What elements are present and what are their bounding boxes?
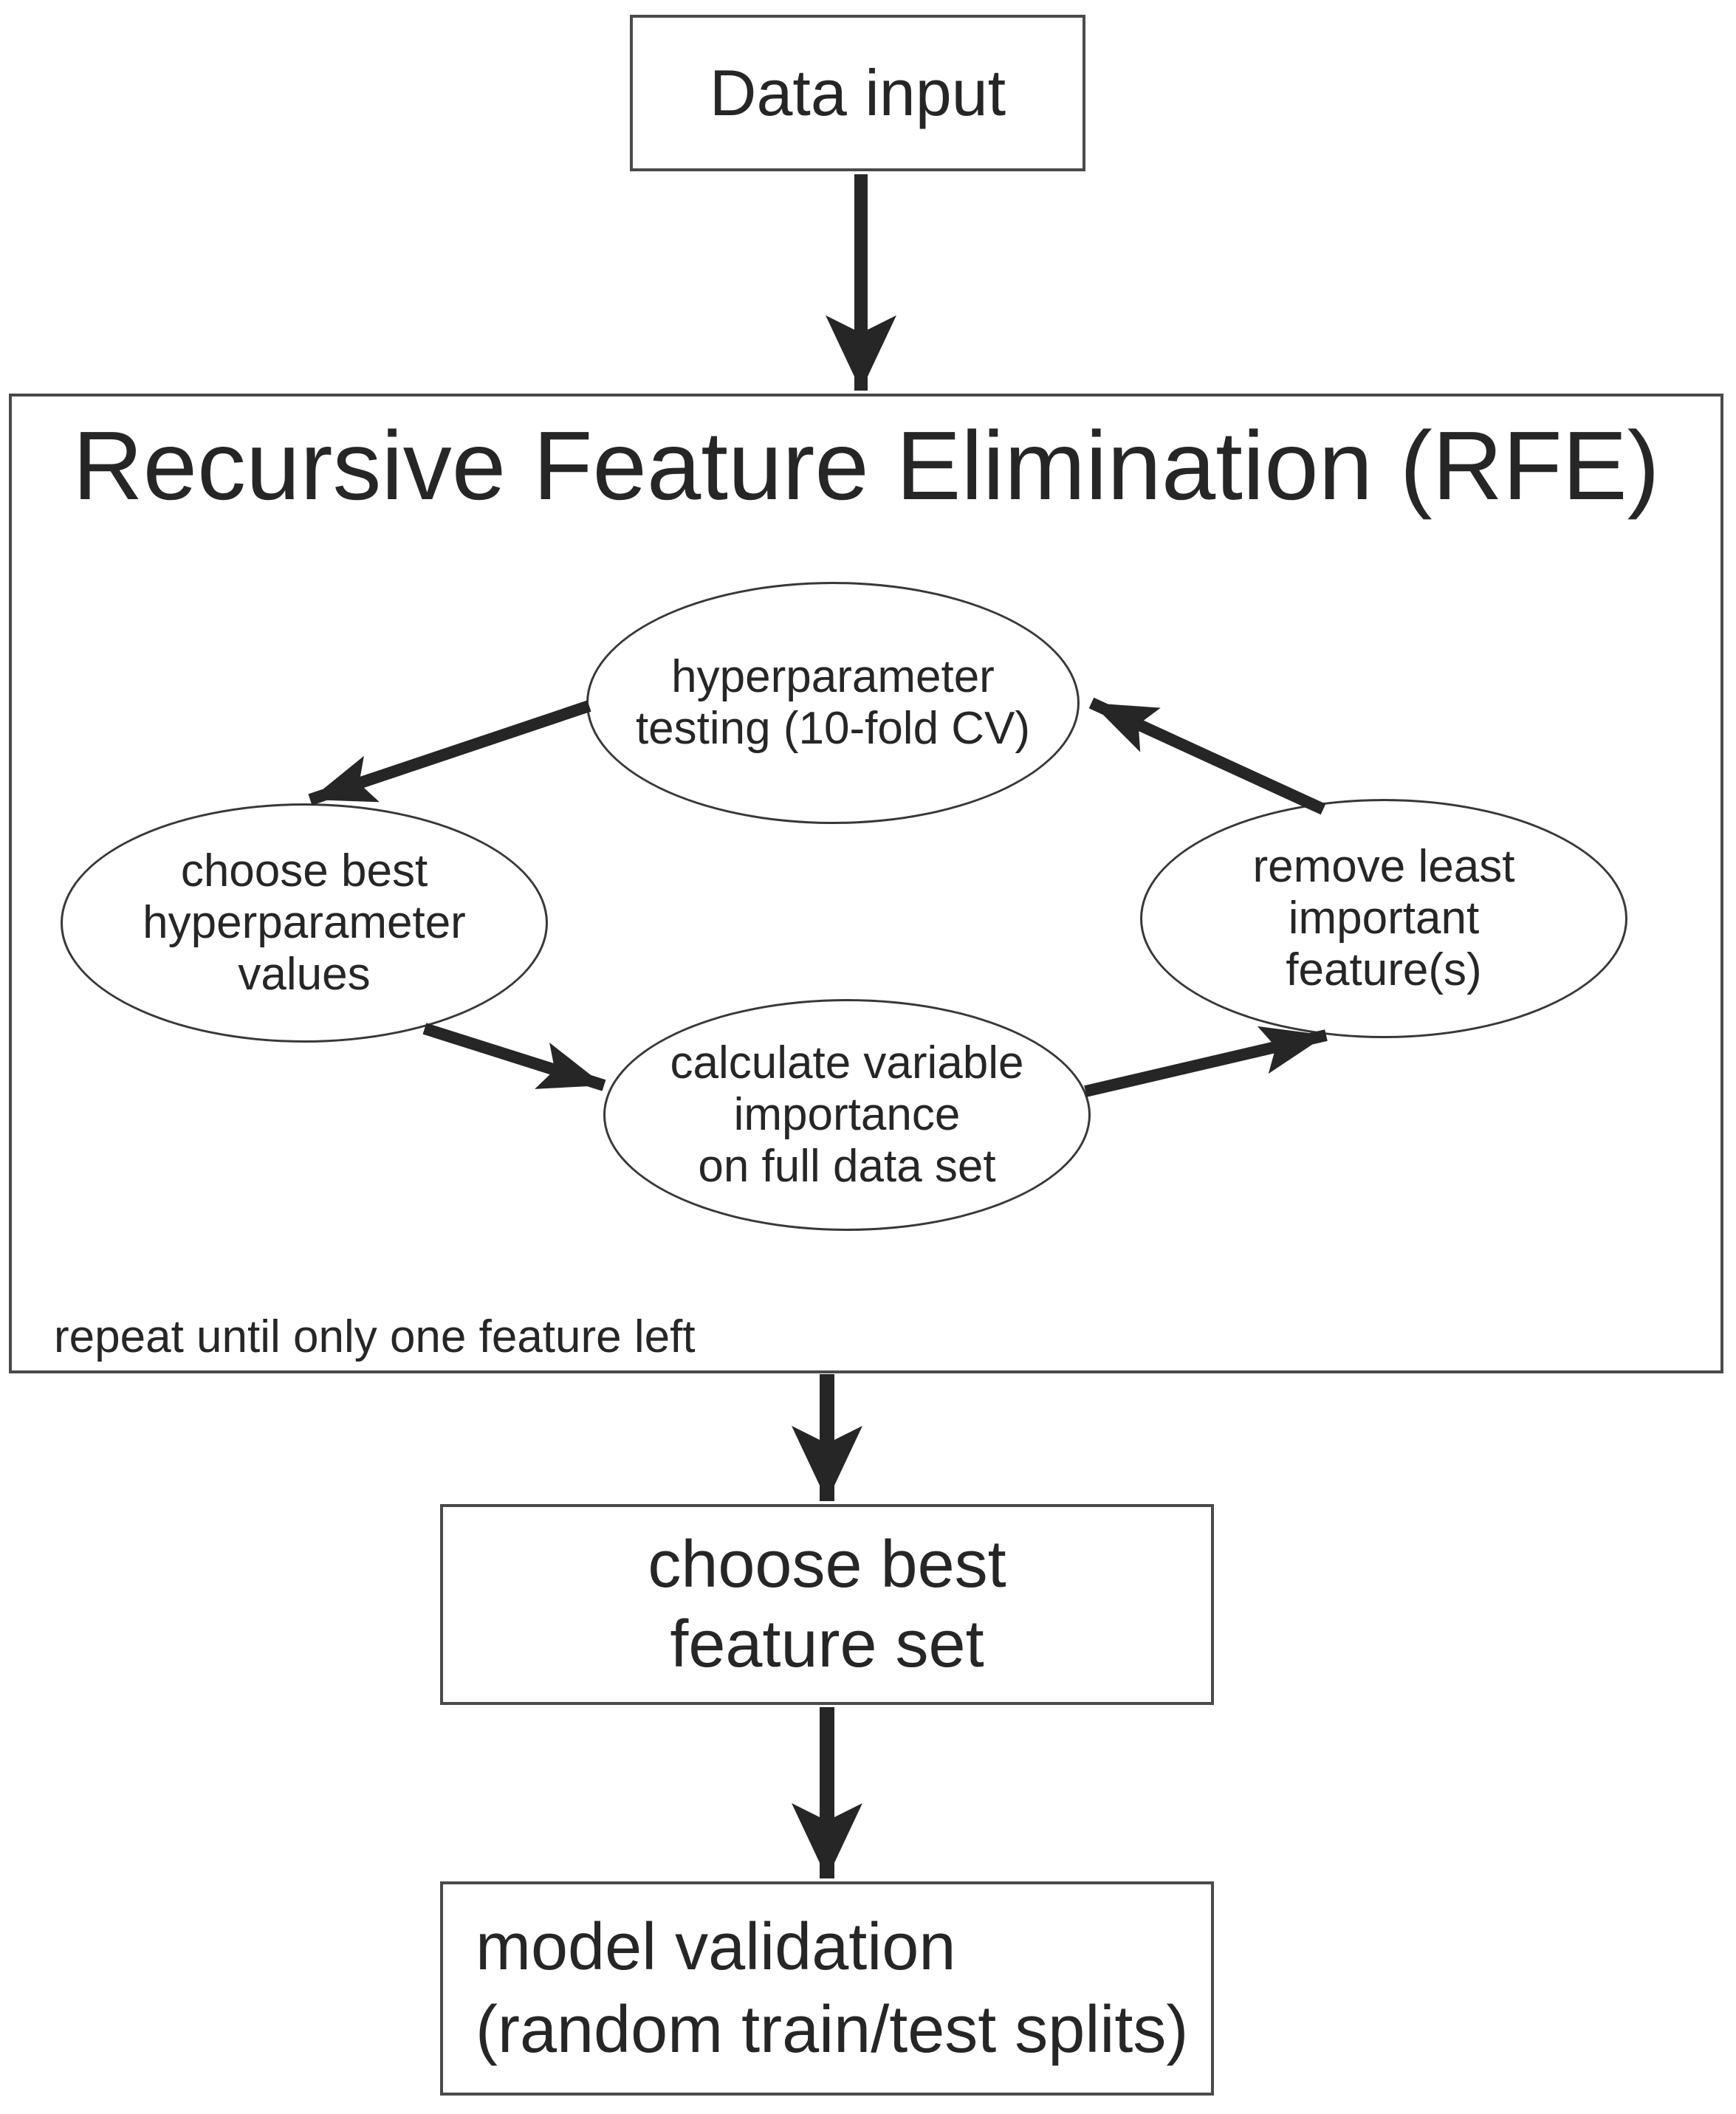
model-validation-line2: (random train/test splits) (476, 1993, 1189, 2067)
calculate-variable-importance-line3: on full data set (698, 1141, 996, 1192)
choose-best-hyperparameter-node: choose best hyperparameter values (61, 803, 548, 1043)
data-input-node: Data input (630, 15, 1085, 171)
choose-best-hyperparameter-line1: choose best (180, 845, 428, 896)
hyperparameter-testing-node: hyperparameter testing (10-fold CV) (586, 582, 1080, 824)
choose-best-hyperparameter-line3: values (238, 949, 371, 1000)
repeat-note: repeat until only one feature left (54, 1311, 696, 1362)
remove-least-important-node: remove least important feature(s) (1140, 799, 1627, 1038)
choose-best-hyperparameter-line2: hyperparameter (143, 897, 466, 948)
remove-least-important-line2: important (1288, 893, 1480, 944)
remove-least-important-line1: remove least (1252, 841, 1515, 892)
hyperparameter-testing-line1: hyperparameter (671, 651, 995, 702)
calculate-variable-importance-line2: importance (733, 1089, 961, 1140)
calculate-variable-importance-node: calculate variable importance on full da… (603, 999, 1091, 1231)
model-validation-node: model validation (random train/test spli… (440, 1881, 1214, 2096)
choose-best-feature-set-line1: choose best (648, 1528, 1006, 1602)
calculate-variable-importance-line1: calculate variable (670, 1037, 1024, 1088)
hyperparameter-testing-line2: testing (10-fold CV) (635, 703, 1031, 754)
choose-best-feature-set-line2: feature set (670, 1607, 984, 1681)
model-validation-line1: model validation (476, 1910, 956, 1984)
rfe-title: Recursive Feature Elimination (RFE) (72, 411, 1660, 520)
choose-best-feature-set-node: choose best feature set (440, 1504, 1214, 1705)
remove-least-important-line3: feature(s) (1286, 944, 1482, 995)
data-input-label: Data input (709, 56, 1006, 129)
